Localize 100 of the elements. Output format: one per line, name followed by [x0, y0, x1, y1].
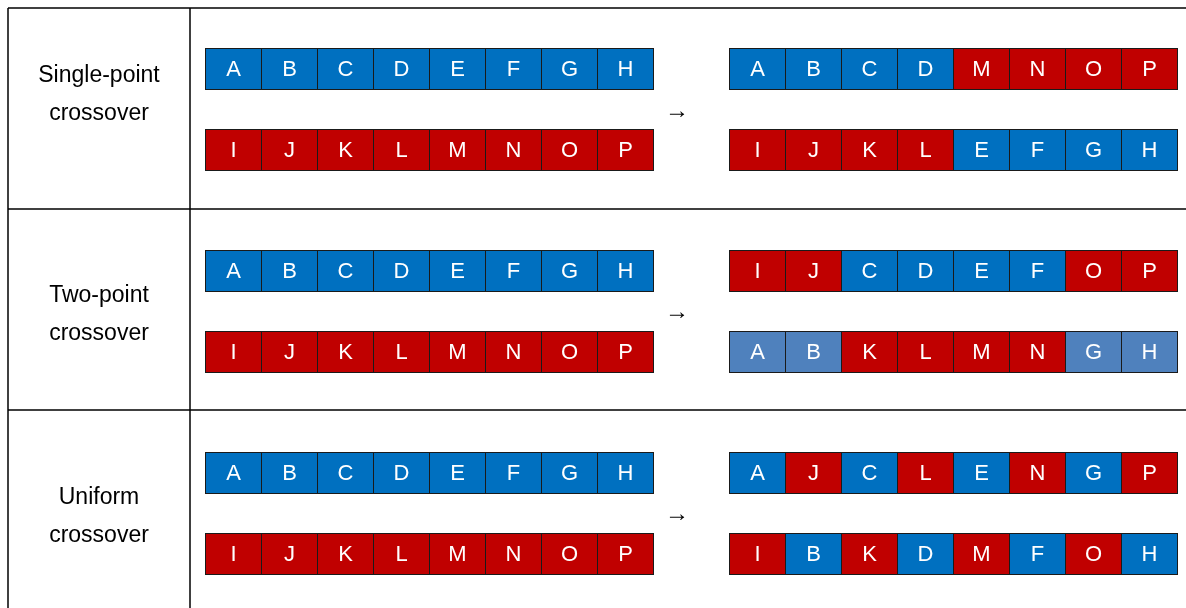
gene-cell: N	[485, 129, 542, 171]
gene-cell: L	[373, 331, 430, 373]
gene-cell: B	[785, 48, 842, 90]
gene-cell: I	[205, 129, 262, 171]
gene-cell: N	[1009, 331, 1066, 373]
gene-cell: L	[373, 129, 430, 171]
gene-cell: E	[429, 452, 486, 494]
gene-cell: B	[785, 533, 842, 575]
gene-cell: O	[541, 533, 598, 575]
gene-cell: F	[485, 250, 542, 292]
gene-cell: M	[953, 533, 1010, 575]
gene-cell: K	[317, 129, 374, 171]
gene-cell: O	[1065, 250, 1122, 292]
gene-cell: K	[841, 129, 898, 171]
gene-cell: C	[841, 48, 898, 90]
gene-cell: E	[953, 452, 1010, 494]
row-label: Single-point crossover	[10, 55, 188, 131]
gene-cell: H	[597, 452, 654, 494]
gene-cell: I	[205, 331, 262, 373]
gene-cell: M	[429, 331, 486, 373]
gene-cell: H	[597, 250, 654, 292]
gene-cell: O	[1065, 533, 1122, 575]
gene-cell: O	[541, 331, 598, 373]
gene-cell: I	[729, 533, 786, 575]
gene-cell: F	[1009, 533, 1066, 575]
gene-cell: A	[729, 331, 786, 373]
gene-cell: O	[541, 129, 598, 171]
gene-cell: L	[897, 331, 954, 373]
gene-cell: J	[785, 452, 842, 494]
gene-cell: P	[1121, 48, 1178, 90]
gene-cell: A	[205, 452, 262, 494]
gene-cell: B	[785, 331, 842, 373]
gene-cell: K	[317, 331, 374, 373]
gene-cell: K	[841, 331, 898, 373]
gene-cell: K	[841, 533, 898, 575]
gene-cell: I	[205, 533, 262, 575]
gene-cell: D	[897, 533, 954, 575]
gene-cell: N	[1009, 48, 1066, 90]
gene-cell: M	[953, 331, 1010, 373]
gene-cell: P	[1121, 452, 1178, 494]
gene-cell: I	[729, 129, 786, 171]
gene-cell: A	[729, 452, 786, 494]
gene-cell: P	[597, 533, 654, 575]
gene-cell: G	[1065, 129, 1122, 171]
gene-cell: M	[429, 533, 486, 575]
gene-cell: A	[729, 48, 786, 90]
gene-cell: J	[261, 129, 318, 171]
gene-cell: B	[261, 48, 318, 90]
gene-cell: E	[953, 250, 1010, 292]
gene-cell: F	[485, 452, 542, 494]
gene-cell: E	[429, 48, 486, 90]
gene-cell: J	[261, 533, 318, 575]
gene-cell: L	[897, 452, 954, 494]
gene-cell: J	[261, 331, 318, 373]
gene-cell: F	[1009, 250, 1066, 292]
gene-cell: G	[1065, 452, 1122, 494]
arrow-glyph: →	[665, 499, 689, 527]
gene-cell: N	[485, 331, 542, 373]
row-label: Two-point crossover	[10, 275, 188, 351]
gene-cell: C	[841, 250, 898, 292]
gene-cell: E	[429, 250, 486, 292]
gene-cell: L	[897, 129, 954, 171]
gene-cell: A	[205, 250, 262, 292]
gene-cell: D	[373, 250, 430, 292]
row-label: Uniform crossover	[10, 477, 188, 553]
gene-cell: L	[373, 533, 430, 575]
gene-cell: C	[317, 48, 374, 90]
gene-cell: F	[485, 48, 542, 90]
gene-cell: N	[485, 533, 542, 575]
gene-cell: E	[953, 129, 1010, 171]
gene-cell: P	[597, 129, 654, 171]
gene-cell: G	[541, 250, 598, 292]
gene-cell: B	[261, 250, 318, 292]
gene-cell: H	[1121, 129, 1178, 171]
gene-cell: D	[373, 452, 430, 494]
gene-cell: D	[897, 48, 954, 90]
gene-cell: I	[729, 250, 786, 292]
gene-cell: J	[785, 129, 842, 171]
gene-cell: N	[1009, 452, 1066, 494]
gene-cell: P	[597, 331, 654, 373]
gene-cell: G	[541, 48, 598, 90]
gene-cell: C	[841, 452, 898, 494]
gene-cell: D	[373, 48, 430, 90]
gene-cell: P	[1121, 250, 1178, 292]
gene-cell: H	[1121, 331, 1178, 373]
gene-cell: F	[1009, 129, 1066, 171]
arrow-glyph: →	[665, 96, 689, 124]
gene-cell: C	[317, 452, 374, 494]
gene-cell: H	[597, 48, 654, 90]
gene-cell: M	[953, 48, 1010, 90]
gene-cell: C	[317, 250, 374, 292]
arrow-glyph: →	[665, 297, 689, 325]
gene-cell: K	[317, 533, 374, 575]
gene-cell: G	[541, 452, 598, 494]
gene-cell: G	[1065, 331, 1122, 373]
gene-cell: O	[1065, 48, 1122, 90]
gene-cell: A	[205, 48, 262, 90]
gene-cell: J	[785, 250, 842, 292]
gene-cell: B	[261, 452, 318, 494]
gene-cell: D	[897, 250, 954, 292]
